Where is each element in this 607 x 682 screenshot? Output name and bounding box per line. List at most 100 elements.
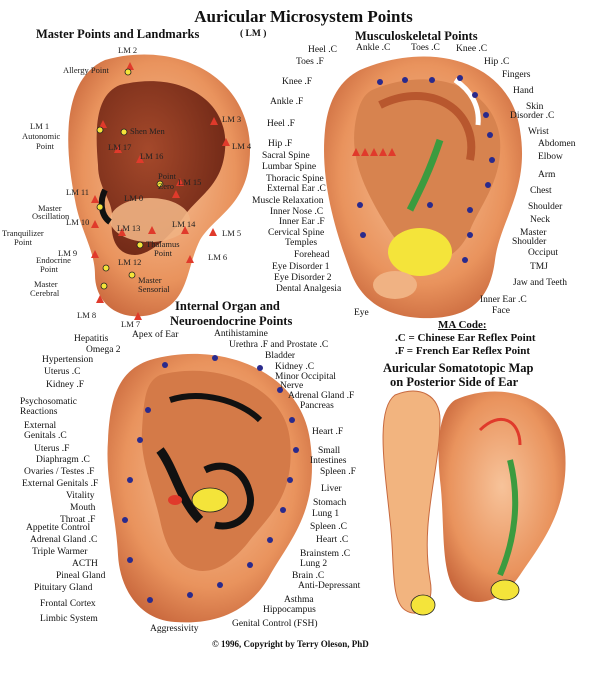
internal-label: Pituitary Gland bbox=[34, 583, 93, 593]
master-section-title: Master Points and Landmarks bbox=[36, 27, 200, 41]
page-title: Auricular Microsystem Points bbox=[194, 7, 413, 26]
internal-label: Ovaries / Testes .F bbox=[24, 467, 95, 477]
internal-label: Adrenal Gland .F bbox=[288, 391, 355, 401]
internal-label: ACTH bbox=[72, 559, 98, 569]
musculo-label: Muscle Relaxation bbox=[252, 196, 324, 206]
musculo-label: Inner Ear .F bbox=[279, 217, 325, 227]
musculo-label: Neck bbox=[530, 215, 551, 225]
musculo-label: Shoulder bbox=[512, 237, 547, 247]
musculo-label: Skin bbox=[526, 102, 544, 112]
internal-label: Limbic System bbox=[40, 614, 98, 624]
internal-label: Uterus .C bbox=[44, 367, 81, 377]
internal-organ-ear-diagram bbox=[107, 353, 312, 623]
posterior-ear-diagram bbox=[382, 390, 566, 616]
master-label: LM 12 bbox=[118, 257, 142, 267]
internal-label: Aggressivity bbox=[150, 624, 199, 634]
musculo-label: Wrist bbox=[528, 127, 549, 137]
internal-label: Mouth bbox=[70, 503, 96, 513]
internal-section-title-1: Internal Organ and bbox=[175, 299, 280, 313]
master-points bbox=[96, 68, 164, 290]
master-label: LM 17 bbox=[108, 142, 132, 152]
internal-label: Brain .C bbox=[292, 571, 325, 581]
master-label: Point bbox=[154, 248, 172, 258]
master-label: LM 5 bbox=[222, 228, 242, 238]
master-label: Sensorial bbox=[138, 284, 170, 294]
master-label: LM 9 bbox=[58, 248, 78, 258]
internal-label: Triple Warmer bbox=[32, 547, 88, 557]
master-label: Point bbox=[36, 141, 54, 151]
master-label: LM 2 bbox=[118, 45, 138, 55]
posterior-section-title-2: on Posterior Side of Ear bbox=[390, 375, 519, 389]
master-ear-diagram bbox=[68, 54, 250, 320]
internal-label: Genitals .C bbox=[24, 431, 67, 441]
internal-label: Stomach bbox=[313, 498, 347, 508]
internal-label: Reactions bbox=[20, 407, 58, 417]
master-label: LM 0 bbox=[124, 193, 144, 203]
internal-label: Pineal Gland bbox=[56, 571, 106, 581]
internal-label: Uterus .F bbox=[34, 444, 70, 454]
internal-label: Hypertension bbox=[42, 355, 94, 365]
musculo-dots bbox=[357, 75, 495, 263]
copyright: © 1996, Copyright by Terry Oleson, PhD bbox=[212, 639, 369, 649]
internal-label: Liver bbox=[321, 484, 342, 494]
master-label: Thalamus bbox=[146, 239, 180, 249]
internal-label: Intestines bbox=[310, 456, 347, 466]
posterior-section-title-1: Auricular Somatotopic Map bbox=[383, 361, 534, 375]
internal-label: Genital Control (FSH) bbox=[232, 619, 318, 629]
internal-label: External Genitals .F bbox=[22, 479, 99, 489]
master-label: LM 13 bbox=[117, 223, 141, 233]
master-label: LM 11 bbox=[66, 187, 90, 197]
internal-label: Apex of Ear bbox=[132, 330, 179, 340]
internal-label: External bbox=[24, 421, 57, 431]
internal-label: Frontal Cortex bbox=[40, 599, 96, 609]
musculo-label: Ankle .F bbox=[270, 97, 304, 107]
master-label: Master bbox=[38, 203, 62, 213]
musculo-label: Temples bbox=[285, 238, 318, 248]
musculo-label: Heel .F bbox=[267, 119, 295, 129]
master-label: LM 4 bbox=[232, 141, 252, 151]
master-label: LM 10 bbox=[66, 217, 90, 227]
master-label: LM 3 bbox=[222, 114, 242, 124]
internal-label: Urethra .F and Prostate .C bbox=[229, 340, 329, 350]
internal-label: Adrenal Gland .C bbox=[30, 535, 98, 545]
internal-label: Spleen .C bbox=[310, 522, 347, 532]
musculo-label: Eye Disorder 1 bbox=[272, 262, 330, 272]
musculo-label: Master bbox=[520, 228, 547, 238]
master-label: Point bbox=[158, 171, 176, 181]
internal-label: Psychosomatic bbox=[20, 397, 77, 407]
musculo-label: Thoracic Spine bbox=[266, 174, 324, 184]
musculo-label: Disorder .C bbox=[510, 111, 555, 121]
internal-label: Kidney .C bbox=[275, 362, 315, 372]
musculo-label: External Ear .C bbox=[267, 184, 326, 194]
master-label: Cerebral bbox=[30, 288, 60, 298]
master-label: Oscillation bbox=[32, 211, 70, 221]
ma-code-f: .F = French Ear Reflex Point bbox=[395, 345, 530, 357]
master-label: Master bbox=[138, 275, 162, 285]
master-label: LM 7 bbox=[121, 319, 141, 329]
musculo-label: Hip .F bbox=[268, 139, 293, 149]
musculo-label: Eye Disorder 2 bbox=[274, 273, 332, 283]
internal-label: Diaphragm .C bbox=[36, 455, 90, 465]
master-label: Zero bbox=[158, 181, 175, 191]
musculo-label: Abdomen bbox=[538, 139, 576, 149]
master-label: Autonomic bbox=[22, 131, 61, 141]
master-label: LM 14 bbox=[172, 219, 196, 229]
master-label: Point bbox=[14, 237, 32, 247]
musculo-section-title: Musculoskeletal Points bbox=[355, 29, 478, 43]
internal-label: Anti-Depressant bbox=[298, 581, 361, 591]
internal-label: Hepatitis bbox=[74, 334, 109, 344]
internal-label: Antihistamine bbox=[214, 329, 268, 339]
musculo-label: Hip .C bbox=[484, 57, 510, 67]
internal-dots bbox=[122, 355, 299, 603]
musculo-label: Toes .F bbox=[296, 57, 324, 67]
musculo-label: Fingers bbox=[502, 70, 531, 80]
internal-label: Minor Occipital bbox=[275, 372, 336, 382]
master-label: Shen Men bbox=[130, 126, 165, 136]
internal-label: Omega 2 bbox=[86, 345, 121, 355]
internal-label: Hippocampus bbox=[263, 605, 316, 615]
internal-label: Vitality bbox=[66, 491, 95, 501]
internal-label: Appetite Control bbox=[26, 523, 91, 533]
musculoskeletal-ear-diagram bbox=[324, 56, 523, 319]
master-label: LM 6 bbox=[208, 252, 228, 262]
